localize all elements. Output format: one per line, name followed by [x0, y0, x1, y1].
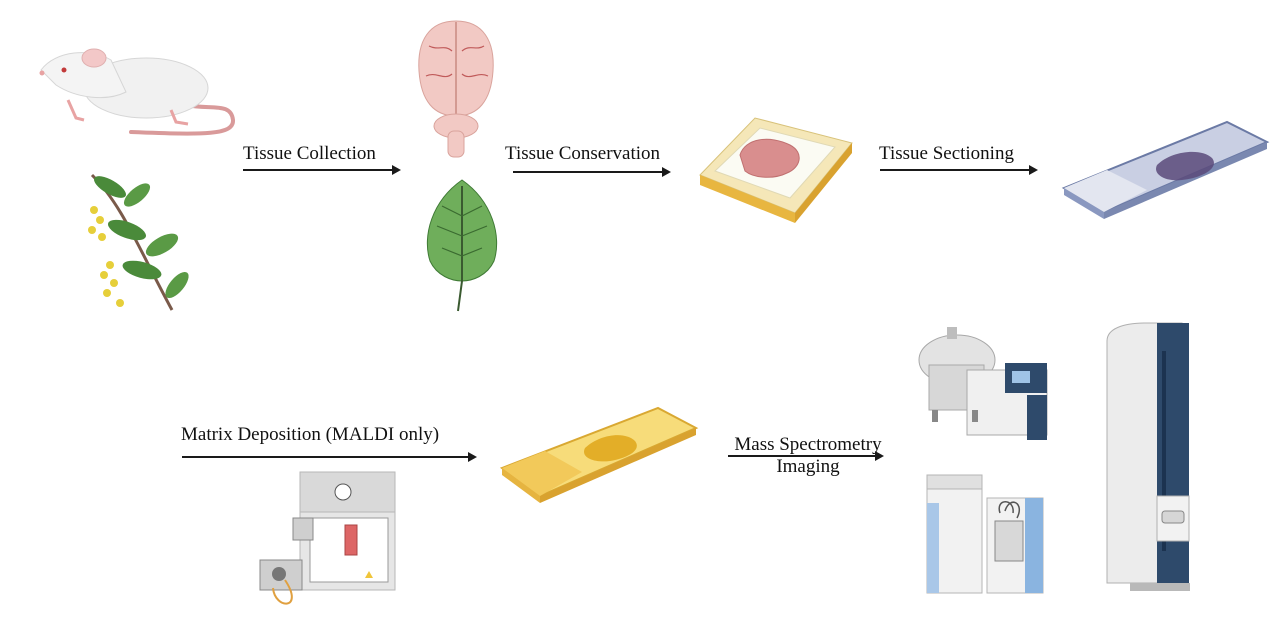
arrow-conservation	[513, 167, 671, 177]
step-label-msi: Mass Spectrometry Imaging	[725, 434, 891, 478]
step-label-matrix-deposition: Matrix Deposition (MALDI only)	[181, 424, 440, 445]
mass-spectrometer-icon	[926, 474, 1044, 594]
matrix-coated-slide-icon	[499, 406, 699, 503]
step-label-msi-line2: Imaging	[776, 456, 840, 477]
mouse-icon	[39, 48, 235, 136]
plant-branch-icon	[88, 173, 189, 311]
step-label-msi-line1: Mass Spectrometry	[734, 434, 882, 455]
brain-icon	[418, 20, 494, 158]
arrow-matrix-deposition	[182, 452, 477, 462]
arrow-msi	[728, 451, 884, 461]
step-label-tissue-collection: Tissue Collection	[243, 143, 376, 164]
mass-spectrometer-icon	[918, 327, 1048, 440]
arrow-collection	[243, 165, 401, 175]
embedding-cassette-icon	[699, 117, 853, 223]
leaf-icon	[426, 179, 498, 312]
step-label-tissue-conservation: Tissue Conservation	[505, 143, 661, 164]
step-label-tissue-sectioning: Tissue Sectioning	[879, 143, 1014, 164]
mass-spectrometer-icon	[1106, 322, 1190, 591]
microscope-slide-icon	[1061, 120, 1270, 219]
arrow-sectioning	[880, 165, 1038, 175]
matrix-sprayer-icon	[259, 471, 396, 605]
